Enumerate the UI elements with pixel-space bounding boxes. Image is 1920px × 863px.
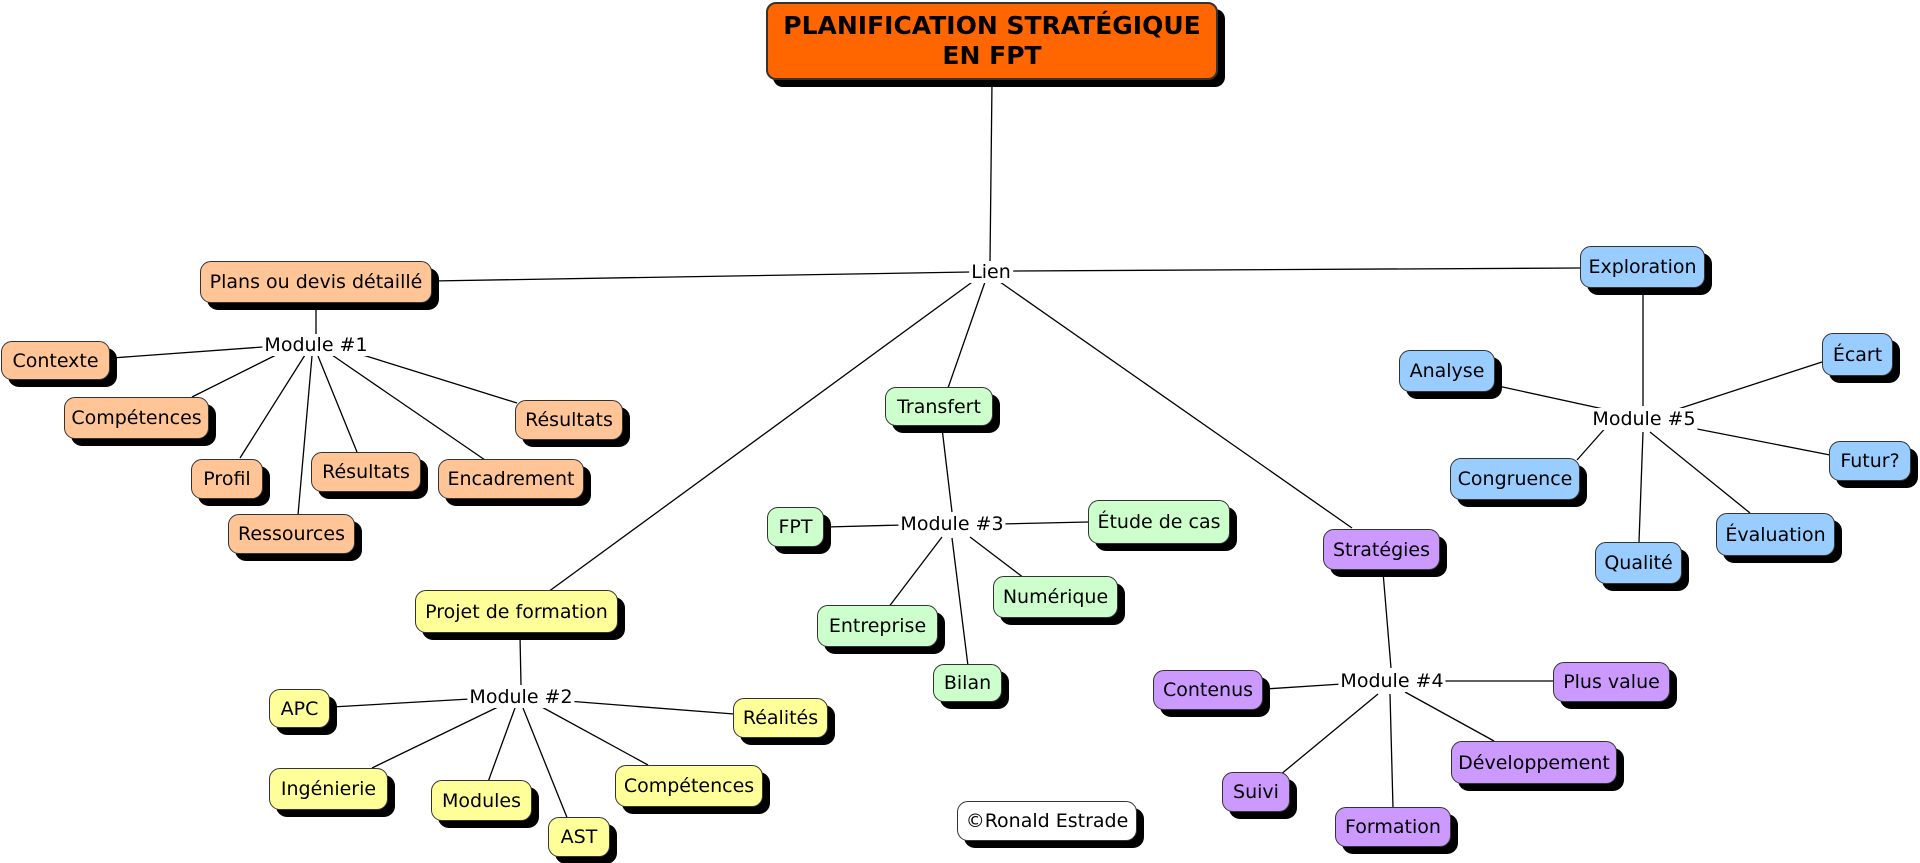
concept-plus-value: Plus value [1553, 662, 1670, 702]
concept-etude-de-cas: Étude de cas [1088, 500, 1230, 544]
edge-module5-ecart [1674, 361, 1823, 411]
edge-module1-ressources [297, 355, 313, 516]
edge-module2-modules [487, 707, 516, 783]
edge-module2-ingenierie [371, 705, 501, 769]
concept-contenus: Contenus [1153, 670, 1263, 710]
edge-module3-numerique [969, 536, 1025, 579]
concept-qualite: Qualité [1595, 542, 1682, 584]
concept-ingenierie: Ingénierie [269, 768, 388, 810]
concept-numerique: Numérique [993, 576, 1118, 618]
link-label-module-1: Module #1 [262, 334, 370, 356]
link-label-module-3: Module #3 [898, 513, 1006, 535]
concept-encadrement: Encadrement [438, 459, 584, 499]
edge-strategies-module4 [1382, 571, 1392, 669]
edge-module1-profil [239, 354, 306, 459]
edge-module4-contenus [1264, 683, 1343, 690]
edge-module3-bilan [951, 537, 969, 667]
edge-lien-strategies [999, 281, 1353, 529]
concept-strategies: Stratégies [1323, 529, 1440, 570]
title-line-1: PLANIFICATION STRATÉGIQUE [783, 11, 1201, 40]
edge-module1-competences1 [191, 352, 281, 398]
edge-lien-exploration [1011, 267, 1581, 272]
link-label-module-2: Module #2 [467, 686, 575, 708]
edge-module3-etude [999, 521, 1089, 525]
concept-developpement: Développement [1451, 741, 1617, 784]
link-label-module-4: Module #4 [1338, 670, 1446, 692]
edge-transfert-module3 [941, 427, 953, 513]
edge-module5-evaluation [1649, 431, 1751, 514]
concept-futur: Futur? [1829, 441, 1911, 481]
edge-module1-encadrement [331, 354, 486, 461]
concept-ecart: Écart [1822, 333, 1893, 376]
edge-module2-apc [331, 698, 471, 708]
concept-formation: Formation [1335, 807, 1451, 847]
concept-competences-2: Compétences [615, 765, 763, 807]
edge-module3-fpt [825, 524, 904, 528]
edge-module2-competences2 [539, 705, 649, 766]
edge-lien-transfert [947, 281, 986, 389]
concept-suivi: Suivi [1222, 772, 1290, 812]
edge-lien-plans [431, 271, 971, 282]
edge-module5-congruence [1576, 424, 1609, 461]
link-label-module-5: Module #5 [1590, 408, 1698, 430]
edge-module1-resultats-a [317, 355, 358, 453]
copyright-box: ©Ronald Estrade [957, 801, 1137, 841]
concept-plans-ou-devis: Plans ou devis détaillé [200, 261, 432, 303]
concept-ressources: Ressources [228, 514, 355, 554]
concept-modules: Modules [431, 780, 532, 821]
edge-module2-ast [522, 707, 569, 821]
edge-module5-qualite [1638, 431, 1644, 543]
concept-transfert: Transfert [885, 387, 993, 426]
concept-fpt: FPT [767, 507, 824, 547]
title-line-2: EN FPT [942, 41, 1042, 70]
concept-competences-1: Compétences [64, 397, 209, 439]
edge-module4-suivi [1279, 693, 1379, 776]
concept-evaluation: Évaluation [1716, 513, 1835, 556]
concept-bilan: Bilan [933, 664, 1002, 702]
concept-analyse: Analyse [1399, 350, 1495, 392]
edge-projet-module2 [519, 635, 522, 686]
edge-title-lien [989, 81, 993, 263]
edge-module4-formation [1389, 693, 1394, 809]
concept-entreprise: Entreprise [817, 605, 938, 647]
concept-profil: Profil [191, 459, 263, 499]
edge-module1-resultats-b [349, 350, 518, 404]
edge-lien-projet [547, 279, 976, 593]
concept-projet-de-formation: Projet de formation [415, 590, 618, 633]
edge-module2-realites [566, 700, 735, 715]
edge-module3-entreprise [887, 536, 943, 609]
concept-contexte: Contexte [1, 341, 110, 380]
concept-resultats-b: Résultats [515, 400, 623, 440]
concept-congruence: Congruence [1450, 458, 1580, 500]
concept-resultats-a: Résultats [311, 452, 421, 492]
concept-apc: APC [269, 689, 330, 728]
link-label-lien: Lien [969, 261, 1013, 283]
edge-module5-analyse [1497, 385, 1609, 411]
edge-module4-developpement [1404, 691, 1495, 742]
edge-module1-contexte [111, 346, 264, 359]
edge-module5-futur [1691, 427, 1831, 456]
concept-exploration: Exploration [1580, 246, 1705, 288]
concept-realites: Réalités [733, 698, 828, 738]
concept-ast: AST [548, 817, 610, 857]
title-box: PLANIFICATION STRATÉGIQUE EN FPT [766, 2, 1218, 80]
